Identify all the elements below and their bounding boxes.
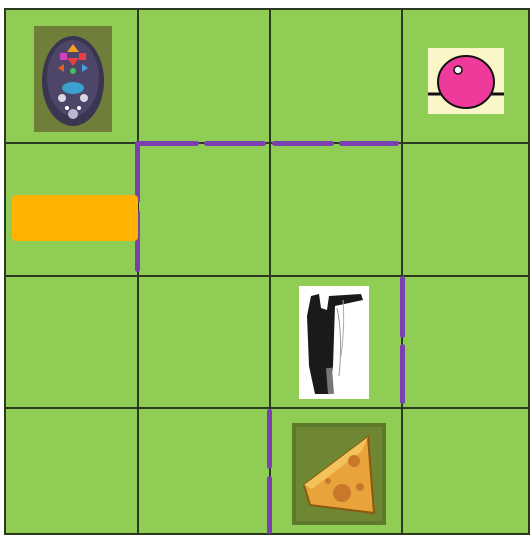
- rat-tile[interactable]: [299, 286, 369, 399]
- wall-bottom-segment-2: [267, 476, 272, 534]
- grid-line-h0: [4, 8, 530, 10]
- wall-right-segment-2: [400, 344, 405, 404]
- wall-right-segment-1: [400, 276, 405, 338]
- grid-line-h1: [4, 142, 530, 144]
- robot-mouse-icon: [34, 26, 112, 132]
- pink-ball-tile[interactable]: [428, 48, 504, 114]
- wall-top-segment-4: [339, 141, 399, 146]
- wall-bottom-segment-1: [267, 409, 272, 469]
- wall-left-segment-1: [135, 141, 140, 203]
- grid-line-v3: [401, 8, 403, 535]
- wall-top-segment-1: [137, 141, 199, 146]
- grid-line-v4: [528, 8, 530, 535]
- cheese-tile[interactable]: [292, 423, 386, 525]
- wall-top-segment-2: [204, 141, 266, 146]
- game-board: [4, 8, 530, 535]
- rat-icon: [299, 286, 369, 399]
- wall-top-segment-3: [272, 141, 334, 146]
- ball-icon: [428, 48, 504, 114]
- grid-line-h2: [4, 275, 530, 277]
- robot-mouse-tile[interactable]: [34, 26, 112, 132]
- cheese-icon: [292, 423, 386, 525]
- orange-block[interactable]: [12, 195, 138, 241]
- grid-line-v0: [4, 8, 6, 535]
